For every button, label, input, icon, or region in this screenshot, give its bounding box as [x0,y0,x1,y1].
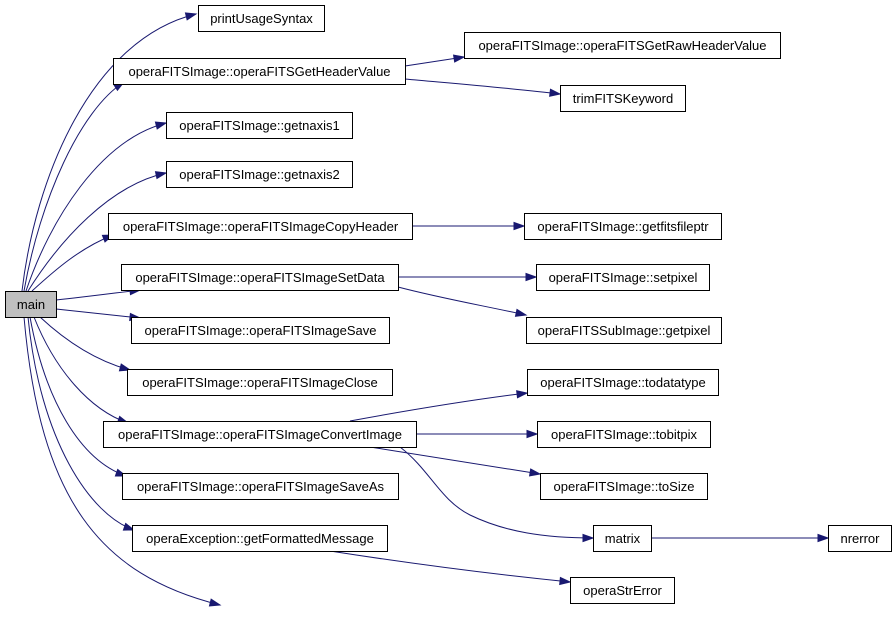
node-box [198,5,325,32]
node-label: operaException::getFormattedMessage [146,531,374,546]
node-label: operaFITSImage::tobitpix [551,427,697,442]
edge-setData-to-getpixel [397,286,528,317]
node-label: operaFITSImage::operaFITSGetHeaderValue [128,64,390,79]
node-label: operaFITSImage::getnaxis2 [179,167,339,182]
node-getpixel[interactable]: operaFITSSubImage::getpixel [526,317,722,344]
node-box [464,32,781,59]
node-getHeaderValue[interactable]: operaFITSImage::operaFITSGetHeaderValue [113,58,406,85]
node-box [524,213,722,240]
node-label: operaFITSImage::operaFITSImageConvertIma… [118,427,402,442]
edge-setData-to-setpixel [398,272,538,282]
edge-convertImage-to-matrix [399,446,595,543]
node-imageClose[interactable]: operaFITSImage::operaFITSImageClose [127,369,393,396]
node-todatatype[interactable]: operaFITSImage::todatatype [527,369,719,396]
node-label: operaFITSImage::setpixel [549,270,698,285]
node-label: operaFITSImage::operaFITSGetRawHeaderVal… [478,38,766,53]
node-label: nrerror [840,531,880,546]
node-box [527,369,719,396]
node-label: main [17,297,45,312]
edge-main-to-imageSave [55,308,142,322]
node-label: operaStrError [583,583,662,598]
edge-main-to-operaStrError [23,316,222,607]
node-box [166,112,353,139]
edge-main-to-imageClose [39,316,132,372]
node-label: operaFITSImage::operaFITSImageCopyHeader [123,219,399,234]
node-label: operaFITSImage::toSize [554,479,695,494]
edge-convertImage-to-tobitpix [416,429,539,439]
node-label: operaFITSImage::operaFITSImageSetData [135,270,385,285]
edge-getHeaderValue-to-getRawHeaderValue [404,54,466,67]
node-box [122,473,399,500]
node-box [131,317,390,344]
node-label: operaFITSSubImage::getpixel [538,323,711,338]
node-label: operaFITSImage::operaFITSImageSave [145,323,377,338]
node-box [113,58,406,85]
edge-main-to-convertImage [33,316,130,424]
node-label: trimFITSKeyword [573,91,673,106]
node-printUsageSyntax[interactable]: printUsageSyntax [198,5,325,32]
node-label: printUsageSyntax [210,11,313,26]
node-saveAs[interactable]: operaFITSImage::operaFITSImageSaveAs [122,473,399,500]
node-tobitpix[interactable]: operaFITSImage::tobitpix [537,421,711,448]
node-box [166,161,353,188]
edge-getHeaderValue-to-trimFITSKeyword [404,78,562,97]
edge-main-to-getnaxis2 [27,171,168,292]
node-matrix[interactable]: matrix [593,525,652,552]
node-box [127,369,393,396]
node-getFormattedMessage[interactable]: operaException::getFormattedMessage [132,525,388,552]
node-box [540,473,708,500]
node-setpixel[interactable]: operaFITSImage::setpixel [536,264,710,291]
edge-main-to-printUsageSyntax [21,12,198,292]
edge-main-to-getHeaderValue [23,81,126,292]
edge-main-to-copyHeader [31,234,115,292]
edge-matrix-to-nrerror [651,533,830,543]
node-copyHeader[interactable]: operaFITSImage::operaFITSImageCopyHeader [108,213,413,240]
node-setData[interactable]: operaFITSImage::operaFITSImageSetData [121,264,399,291]
edge-main-to-getFormattedMessage [27,316,136,531]
node-trimFITSKeyword[interactable]: trimFITSKeyword [560,85,686,112]
node-main: main [5,291,57,318]
node-label: operaFITSImage::todatatype [540,375,705,390]
node-box [537,421,711,448]
nodes-layer: main printUsageSyntaxoperaFITSImage::oper… [5,5,892,604]
node-box [108,213,413,240]
node-box [593,525,652,552]
node-label: matrix [605,531,641,546]
edge-main-to-getnaxis1 [25,121,168,292]
edge-convertImage-to-todatatype [349,390,529,422]
node-box [526,317,722,344]
node-box [560,85,686,112]
edges-layer [21,12,830,607]
node-box [121,264,399,291]
node-box [828,525,892,552]
node-box [536,264,710,291]
node-box [103,421,417,448]
edge-convertImage-to-toSize [369,446,542,477]
node-box [570,577,675,604]
node-box [5,291,57,318]
node-box [132,525,388,552]
node-getnaxis2[interactable]: operaFITSImage::getnaxis2 [166,161,353,188]
node-getfitsfileptr[interactable]: operaFITSImage::getfitsfileptr [524,213,722,240]
node-label: operaFITSImage::operaFITSImageClose [142,375,378,390]
edge-copyHeader-to-getfitsfileptr [412,221,526,231]
node-label: operaFITSImage::getnaxis1 [179,118,339,133]
node-operaStrError[interactable]: operaStrError [570,577,675,604]
node-imageSave[interactable]: operaFITSImage::operaFITSImageSave [131,317,390,344]
node-getnaxis1[interactable]: operaFITSImage::getnaxis1 [166,112,353,139]
node-label: operaFITSImage::getfitsfileptr [537,219,709,234]
edge-getFormattedMessage-to-operaStrError [329,550,572,586]
node-convertImage[interactable]: operaFITSImage::operaFITSImageConvertIma… [103,421,417,448]
node-getRawHeaderValue[interactable]: operaFITSImage::operaFITSGetRawHeaderVal… [464,32,781,59]
node-toSize[interactable]: operaFITSImage::toSize [540,473,708,500]
node-nrerror[interactable]: nrerror [828,525,892,552]
node-label: operaFITSImage::operaFITSImageSaveAs [137,479,385,494]
